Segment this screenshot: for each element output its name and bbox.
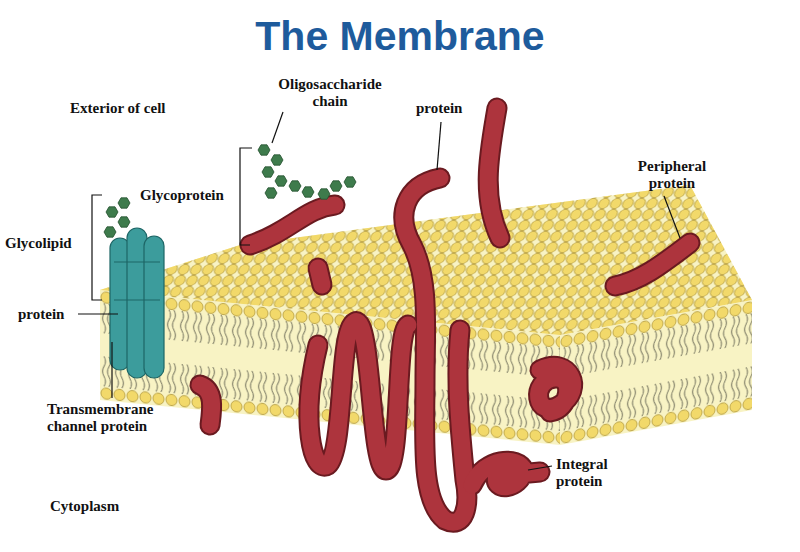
part-label: Oligosaccharide chain (278, 76, 381, 110)
part-label: Peripheral protein (638, 158, 706, 192)
part-label: protein (416, 100, 462, 117)
part-label: Glycolipid (5, 235, 72, 252)
part-label: Integral protein (556, 456, 608, 490)
title: The Membrane (0, 12, 800, 60)
oligosaccharide-chain (258, 145, 356, 199)
part-label: Exterior of cell (70, 100, 166, 117)
proteins-outline (200, 108, 690, 522)
part-label: protein (18, 306, 64, 323)
proteins (200, 108, 690, 522)
part-label: Cytoplasm (50, 498, 119, 515)
channel-protein (110, 228, 164, 378)
part-label: Transmembrane channel protein (47, 401, 153, 435)
leader-lines (78, 112, 680, 470)
glycolipid-sugars (104, 198, 130, 237)
part-label: Glycoprotein (140, 187, 224, 204)
